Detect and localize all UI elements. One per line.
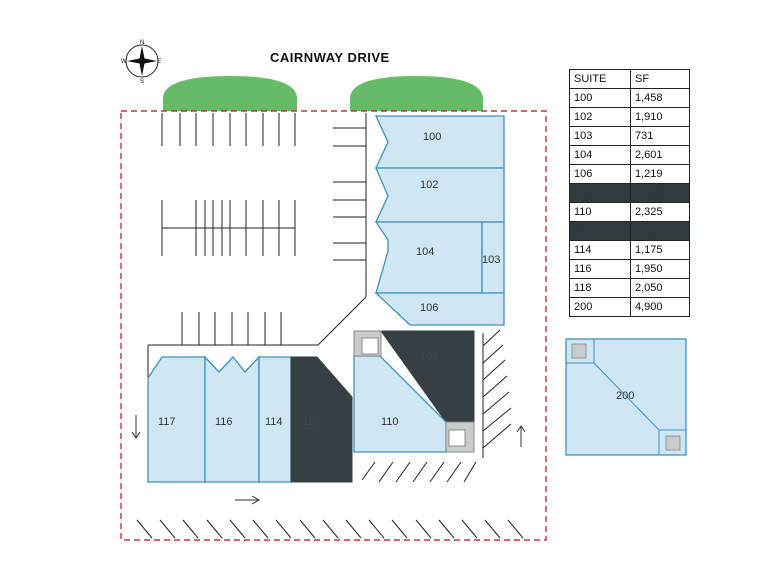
building-south: 117 116 114 112 (147, 355, 353, 483)
unit-102[interactable] (374, 167, 505, 223)
unit-label-117: 117 (158, 416, 176, 428)
unit-116[interactable] (204, 355, 260, 483)
unit-106[interactable] (374, 292, 505, 326)
table-cell-sf: 2,325 (630, 183, 690, 203)
table-cell-suite: 118 (569, 278, 631, 298)
compass-east: E (157, 59, 161, 65)
table-cell-sf: 2,601 (630, 145, 690, 165)
table-cell-sf: 4,900 (630, 297, 690, 317)
landscape-right (350, 76, 483, 111)
property-boundary (120, 110, 547, 541)
table-cell-suite: 108 (569, 183, 631, 203)
unit-label-116: 116 (215, 416, 233, 428)
table-cell-sf: 2,325 (630, 202, 690, 222)
table-cell-suite: 100 (569, 88, 631, 108)
table-cell-suite: 114 (569, 240, 631, 260)
table-cell-sf: 1,458 (630, 88, 690, 108)
arrow-down-icon (131, 415, 141, 439)
unit-label-110: 110 (381, 416, 399, 428)
table-cell-suite: 110 (569, 202, 631, 222)
unit-label-112: 112 (302, 416, 320, 428)
unit-label-108: 108 (420, 351, 438, 363)
unit-label-106: 106 (420, 302, 438, 314)
table-cell-sf: 731 (630, 126, 690, 146)
table-cell-sf: 1,175 (630, 240, 690, 260)
unit-label-114: 114 (265, 416, 283, 428)
unit-label-200: 200 (616, 390, 634, 402)
compass-icon: N S E W (121, 40, 161, 85)
table-cell-sf: 1,219 (630, 164, 690, 184)
table-cell-suite: 103 (569, 126, 631, 146)
arrow-up-icon (516, 425, 526, 447)
unit-label-102: 102 (420, 179, 438, 191)
table-header-suite: SUITE (569, 69, 631, 89)
unit-label-104: 104 (416, 246, 434, 258)
table-header-row: SUITE SF (569, 69, 690, 89)
table-cell-suite: 116 (569, 259, 631, 279)
table-cell-suite: 104 (569, 145, 631, 165)
building-north: 100 102 104 103 106 (374, 115, 505, 326)
table-cell-suite: 200 (569, 297, 631, 317)
landscape-left (163, 76, 297, 111)
street-name: CAIRNWAY DRIVE (270, 50, 390, 65)
compass-south: S (140, 79, 144, 85)
building-center: 108 110 (353, 330, 475, 453)
compass-west: W (121, 59, 127, 65)
table-cell-suite: 102 (569, 107, 631, 127)
table-cell-sf: 2,094 (630, 221, 690, 241)
table-cell-suite: 112 (569, 221, 631, 241)
unit-112[interactable] (290, 356, 353, 483)
unit-114[interactable] (258, 356, 292, 483)
table-cell-sf: 2,050 (630, 278, 690, 298)
table-cell-sf: 1,910 (630, 107, 690, 127)
table-cell-suite: 106 (569, 164, 631, 184)
table-header-sf: SF (630, 69, 690, 89)
building-200: 200 (565, 338, 687, 456)
utility-room-se (445, 421, 475, 453)
unit-label-103: 103 (482, 254, 500, 266)
compass-north: N (140, 40, 144, 46)
unit-117[interactable] (147, 356, 206, 483)
unit-label-100: 100 (423, 131, 441, 143)
utility-room-nw (353, 330, 382, 357)
arrow-right-icon (235, 495, 261, 505)
table-cell-sf: 1,950 (630, 259, 690, 279)
